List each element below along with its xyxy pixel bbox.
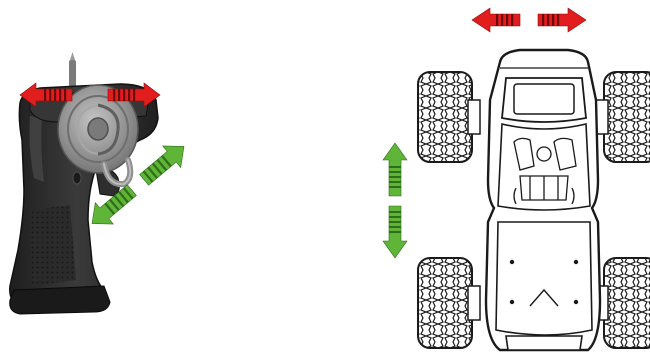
driver-figure [513, 137, 577, 205]
rear-bumper [505, 335, 583, 351]
controller-base [9, 285, 111, 315]
trigger-button[interactable] [72, 171, 82, 185]
antenna [69, 52, 76, 92]
rear-left-tire [417, 257, 481, 349]
steering-wheel[interactable] [57, 84, 139, 188]
controller-throttle-arrow-icon [91, 145, 185, 225]
rc-truck-top-view [417, 48, 650, 352]
grip-texture [30, 205, 76, 286]
front-right-tire [595, 71, 650, 163]
front-left-tire [417, 71, 481, 163]
truck-throttle-arrow-icon [382, 142, 408, 259]
truck-bed [495, 221, 593, 336]
remote-controller [9, 52, 159, 315]
controller-steering-arrow-icon [19, 82, 161, 108]
rear-right-tire [595, 257, 650, 349]
truck-steering-arrow-icon [471, 7, 587, 33]
hood-scoop [513, 83, 575, 115]
body-highlight [29, 116, 44, 182]
